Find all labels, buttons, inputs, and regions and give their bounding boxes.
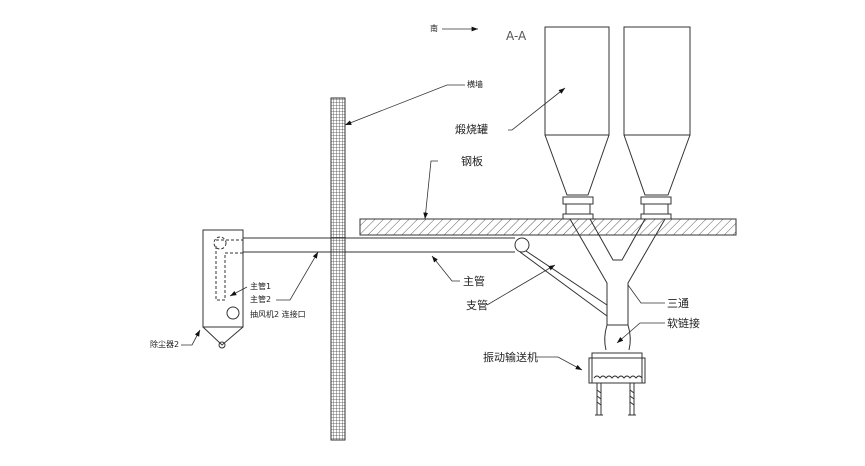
fan-port-label: 抽风机2 连接口 [250,310,306,319]
section-label: A-A [506,29,527,43]
dust-collector [202,229,244,349]
wall-label: 横墙 [467,80,483,89]
soft-joint [604,324,631,351]
steel-plate [359,218,737,236]
main-pipe-2-label: 主管2 [250,295,272,304]
main-pipe-1-label: 主管1 [250,282,272,291]
tee [569,218,666,325]
pipe-elbow [514,237,530,253]
branch-pipe [519,250,608,317]
steel-plate-label: 钢板 [461,155,483,168]
main-pipe-label: 主管 [463,275,485,288]
soft-joint-label: 软链接 [667,317,700,330]
wall [330,97,346,441]
vibrating-conveyor [588,352,646,416]
branch-pipe-label: 支管 [466,299,488,312]
main-pipe [243,237,515,253]
tee-label: 三通 [667,297,689,310]
calciner-label: 煅烧罐 [455,123,488,136]
dust-collector-label: 除尘器2 [150,340,180,349]
vibrating-conveyor-label: 振动输送机 [483,351,538,364]
calciner-right [623,26,691,220]
calciner-left [544,26,610,220]
north-label: 南 [430,24,438,33]
